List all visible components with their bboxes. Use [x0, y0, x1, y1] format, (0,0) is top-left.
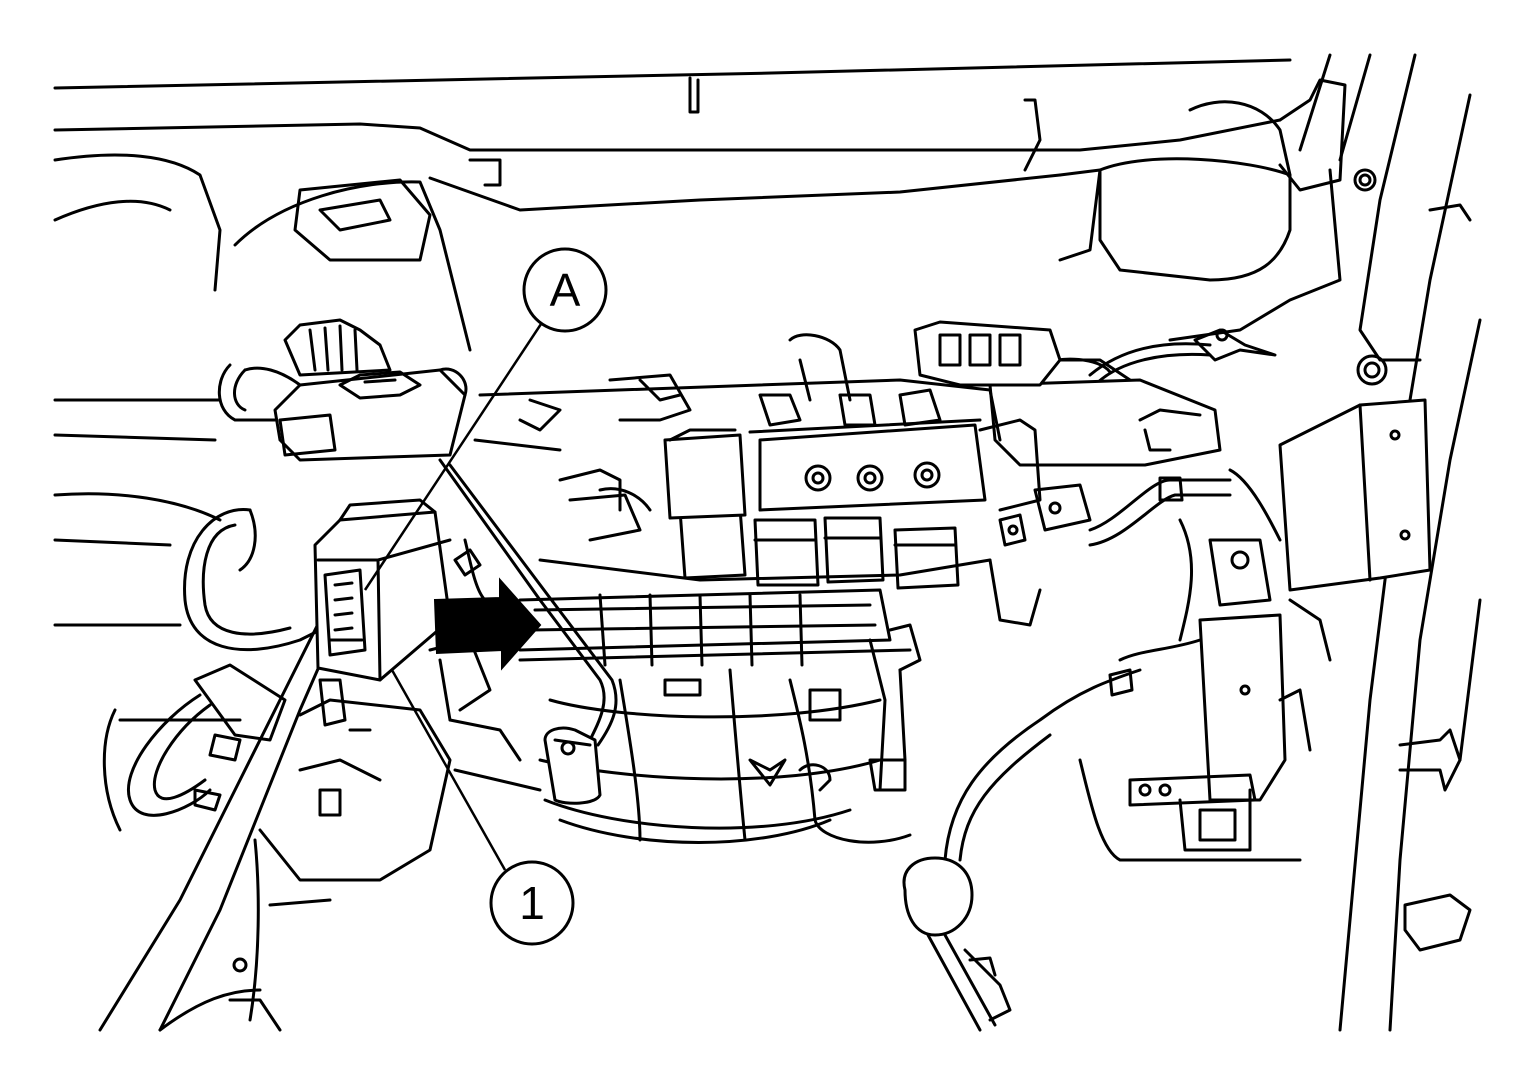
right-clips: [1398, 728, 1472, 952]
callout-1-circle: [489, 860, 575, 946]
upper-right-harness: [1088, 328, 1277, 387]
diagonal-harness: [98, 538, 492, 1032]
center-upper-connectors: [758, 320, 1062, 427]
left-lower-tubing: [102, 663, 287, 832]
right-frame: [1298, 53, 1482, 1032]
right-upper-bracket: [1023, 78, 1377, 342]
center-right-duct: [868, 468, 1282, 792]
left-lower-structure: [158, 698, 542, 1032]
callout-1: 1: [489, 860, 575, 946]
callout-leaders: [363, 317, 547, 871]
blower-housing: [538, 668, 912, 844]
component-1-module: [313, 498, 452, 682]
callout-1-label: 1: [519, 877, 545, 929]
lower-relay-row: [663, 428, 960, 590]
left-actuator: [217, 318, 468, 462]
lower-cable: [902, 668, 1142, 1032]
callout-a-circle: [522, 247, 608, 333]
direction-arrow-shape: [433, 577, 542, 671]
dashboard-outline: [53, 58, 1292, 627]
callout-a-label: A: [550, 264, 581, 316]
right-lower-bracket: [1078, 518, 1332, 862]
leader-a: [363, 317, 547, 591]
center-fuse-block: [748, 418, 1092, 547]
right-control-unit: [1278, 398, 1432, 592]
left-hose: [183, 458, 618, 805]
leader-1: [390, 669, 507, 871]
callout-a: A: [522, 247, 608, 333]
main-electrical-box: [473, 373, 1002, 697]
direction-arrow: [433, 577, 542, 671]
